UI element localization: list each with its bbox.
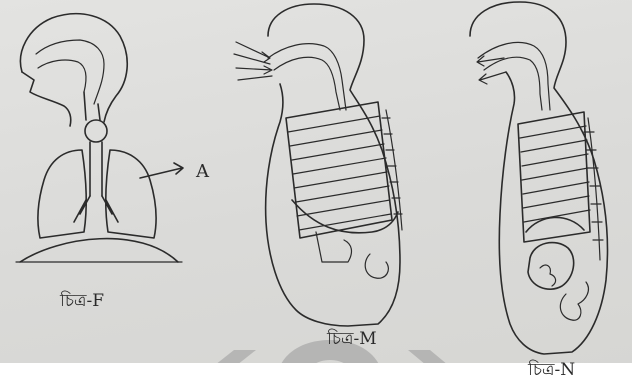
fig-f-mouth-cavity bbox=[38, 60, 86, 92]
fig-f-face bbox=[22, 72, 71, 126]
fig-m-airway bbox=[268, 44, 346, 110]
fig-m-rib-cage-outline bbox=[286, 102, 392, 238]
fig-f-trachea bbox=[84, 92, 100, 120]
fig-f-larynx bbox=[85, 120, 107, 142]
fig-f-bronchi bbox=[74, 196, 118, 222]
fig-f-diaphragm bbox=[20, 239, 178, 262]
fig-f-nasal-cavity bbox=[36, 40, 104, 104]
figure-m bbox=[234, 4, 402, 326]
label-a: A bbox=[196, 161, 209, 182]
fig-f-head-outline bbox=[20, 14, 127, 122]
fig-f-left-lung bbox=[38, 150, 86, 238]
fig-m-spine bbox=[382, 110, 402, 230]
fig-n-stomach bbox=[528, 243, 574, 290]
fig-n-ribs bbox=[520, 126, 590, 222]
figure-f-caption: চিত্র-F bbox=[60, 288, 104, 316]
figure-n-caption: চিত্র-N bbox=[528, 357, 575, 385]
fig-f-windpipe bbox=[90, 142, 102, 196]
fig-m-abdomen bbox=[316, 232, 388, 278]
fig-n-intestine bbox=[540, 265, 588, 320]
figure-f bbox=[16, 14, 183, 262]
fig-f-right-lung bbox=[106, 150, 156, 238]
figure-m-caption: চিত্র-M bbox=[327, 326, 377, 354]
figure-n bbox=[470, 2, 608, 354]
fig-m-air-arrows bbox=[234, 42, 272, 80]
